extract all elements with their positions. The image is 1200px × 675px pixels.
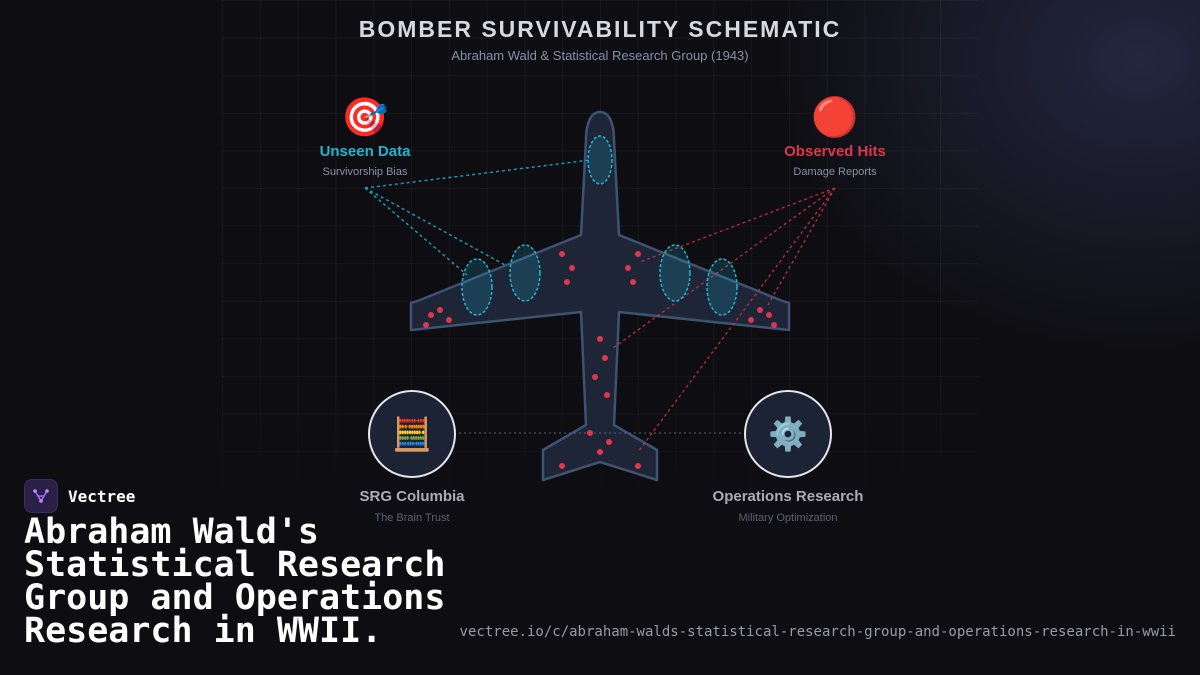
- source-url[interactable]: vectree.io/c/abraham-walds-statistical-r…: [459, 624, 1176, 640]
- cockpit-zone: [587, 135, 613, 185]
- unseen-data-sublabel: Survivorship Bias: [322, 166, 408, 178]
- observed-hits-label: Observed Hits: [784, 143, 886, 160]
- srg-columbia-label: SRG Columbia: [359, 488, 465, 505]
- srg-columbia-node: 🧮 SRG Columbia The Brain Trust: [302, 390, 522, 524]
- observed-hits-node: 🔴 Observed Hits Damage Reports: [735, 97, 935, 178]
- target-icon: 🎯: [341, 97, 389, 139]
- engine-zone-right-inner: [659, 244, 691, 302]
- unseen-data-label: Unseen Data: [319, 143, 411, 160]
- bomber-silhouette: [409, 110, 791, 482]
- srg-columbia-sublabel: The Brain Trust: [374, 512, 450, 524]
- headline: Abraham Wald's Statistical Research Grou…: [24, 512, 446, 651]
- operations-research-node: ⚙️ Operations Research Military Optimiza…: [678, 390, 898, 524]
- brand[interactable]: Vectree: [24, 479, 135, 513]
- vectree-logo-icon: [24, 479, 58, 513]
- brand-name: Vectree: [68, 486, 136, 506]
- unseen-data-node: 🎯 Unseen Data Survivorship Bias: [265, 97, 465, 178]
- observed-hits-links: [612, 187, 836, 453]
- bullet-hits: [423, 251, 777, 469]
- diagram-subtitle: Abraham Wald & Statistical Research Grou…: [451, 48, 749, 63]
- operations-research-sublabel: Military Optimization: [738, 512, 838, 524]
- engine-zones: [461, 135, 738, 316]
- engine-zone-left-inner: [509, 244, 541, 302]
- unseen-data-links: [364, 159, 591, 276]
- diagram-title: BOMBER SURVIVABILITY SCHEMATIC: [358, 16, 842, 42]
- abacus-icon: 🧮: [368, 390, 456, 478]
- engine-zone-right-outer: [706, 258, 738, 316]
- observed-hits-sublabel: Damage Reports: [793, 166, 877, 178]
- red-circle-icon: 🔴: [811, 97, 859, 139]
- gear-icon: ⚙️: [744, 390, 832, 478]
- operations-research-label: Operations Research: [712, 488, 864, 505]
- engine-zone-left-outer: [461, 258, 493, 316]
